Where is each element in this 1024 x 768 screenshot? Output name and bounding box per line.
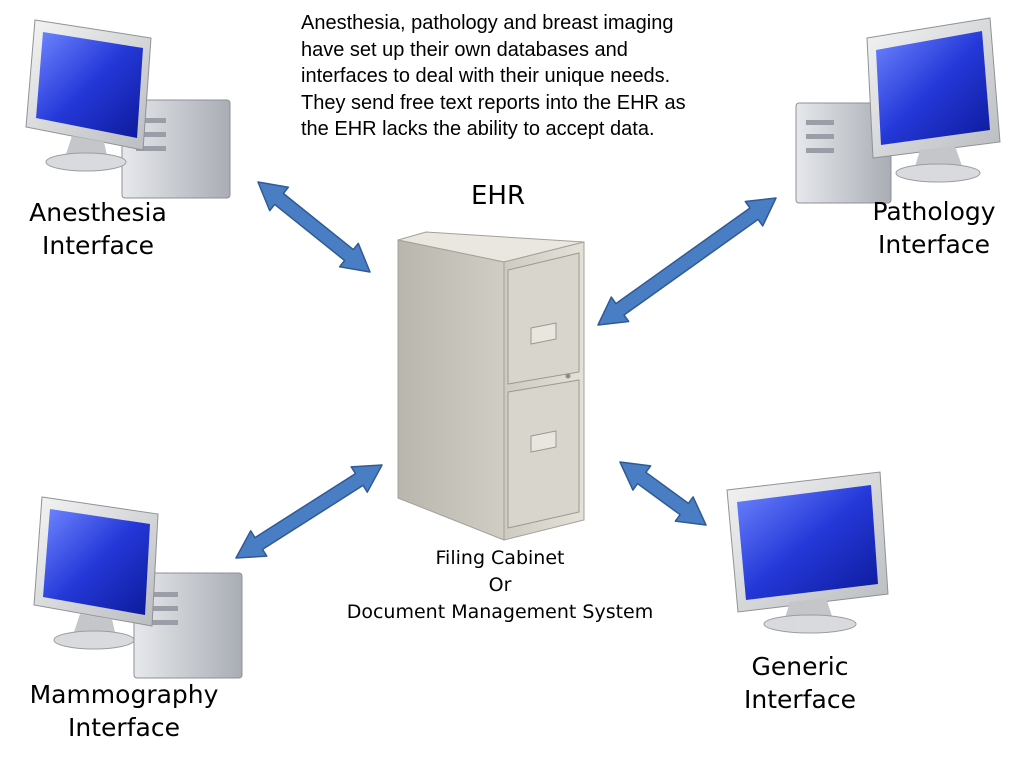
label-line: Pathology	[872, 197, 996, 226]
anesthesia-computer-icon	[25, 19, 231, 199]
pathology-interface-label: Pathology Interface	[856, 195, 1012, 261]
caption-line: Document Management System	[346, 601, 654, 623]
note-line: interfaces to deal with their unique nee…	[301, 65, 671, 87]
note-line: have set up their own databases and	[301, 38, 628, 61]
arrow-anesthesia-ehr	[257, 181, 371, 273]
label-line: Interface	[744, 685, 856, 714]
mammography-computer-icon	[33, 496, 243, 679]
anesthesia-interface-label: Anesthesia Interface	[14, 196, 182, 262]
arrow-generic-ehr	[619, 461, 707, 526]
label-line: Anesthesia	[29, 198, 167, 227]
generic-computer-icon	[726, 471, 889, 634]
note-line: the EHR lacks the ability to accept data…	[301, 118, 655, 140]
cabinet-caption: Filing Cabinet Or Document Management Sy…	[300, 545, 700, 626]
label-line: Interface	[68, 713, 180, 742]
pathology-computer-icon	[795, 17, 1001, 204]
label-line: Generic	[751, 652, 849, 681]
arrow-mammography-ehr	[235, 464, 383, 559]
note-line: Anesthesia, pathology and breast imaging	[301, 12, 674, 34]
mammography-interface-label: Mammography Interface	[14, 678, 234, 744]
caption-line: Or	[488, 574, 512, 596]
label-line: Interface	[42, 231, 154, 260]
label-line: Mammography	[29, 680, 219, 709]
generic-interface-label: Generic Interface	[724, 650, 876, 716]
label-line: Interface	[878, 230, 990, 259]
caption-line: Filing Cabinet	[435, 547, 565, 569]
filing-cabinet-icon	[397, 231, 585, 541]
note-line: They send free text reports into the EHR…	[301, 91, 686, 114]
arrow-pathology-ehr	[597, 197, 777, 326]
description-note: Anesthesia, pathology and breast imaging…	[301, 10, 761, 143]
ehr-title: EHR	[470, 181, 526, 211]
